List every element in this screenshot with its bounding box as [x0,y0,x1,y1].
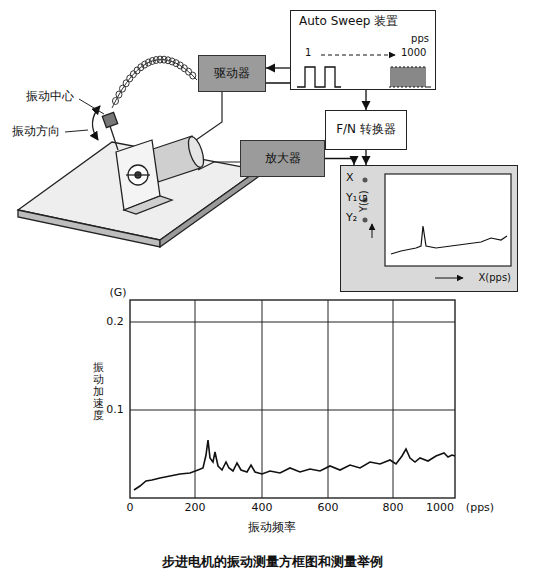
coil-cable [112,56,197,108]
node-text: X(pps) [478,272,511,284]
stepper-motor [92,106,206,214]
input-jack [363,178,368,183]
leader-lines [65,99,104,132]
motor-wires [196,92,240,170]
connector [365,150,366,165]
label: 800 [383,502,404,514]
line-part [79,99,104,114]
fast-pulses [389,67,431,87]
polygon-part [18,210,160,247]
line-part [262,300,263,498]
vibration-curve [134,440,455,490]
node-text: 1000 [401,47,426,59]
label: 0.2 [106,316,124,328]
x-arrow [435,278,463,279]
line-part [393,300,394,498]
y-arrow [372,224,373,238]
polygon-part [160,170,258,247]
slow-pulses [297,67,341,87]
line-part [126,174,150,175]
label: 600 [318,502,339,514]
label: 振动加速度 [93,362,104,422]
node-text: X [346,172,354,185]
node-text: Auto Sweep 装置 [299,15,398,29]
rect-part [130,300,455,498]
label: 振动中心 [26,90,74,103]
node-text: Y₁ [346,192,357,205]
polygon-part [124,196,172,214]
label: 0.1 [106,404,124,416]
mini-curve [391,226,507,254]
line-part [130,410,455,411]
ellipse-part [185,135,206,169]
label: 1000 [426,502,454,514]
amplifier-box: 放大器 [240,140,325,177]
label: 振动频率 [248,521,296,534]
node-text: Y₂ [346,212,357,225]
node-text: 驱动器 [214,67,250,81]
node-text: 放大器 [265,152,301,166]
coil-loop [112,56,197,108]
driver-box: 驱动器 [198,55,266,92]
rect-part [102,112,117,127]
polyline-part [196,92,222,140]
sweep-arrow [321,55,395,56]
line-part [328,300,329,498]
polyline-part [198,162,240,170]
node-text: pps [411,33,429,45]
node-text: Y(G) [358,190,370,212]
line-part [195,300,196,498]
chart-grid [130,300,455,498]
converter-box: F/N 转换器 [325,110,407,150]
node-text: 1 [305,47,311,59]
display-box: X Y₁ Y₂Y(G) X(pps) [340,165,518,292]
screen [385,174,511,266]
line-part [110,126,118,150]
input-jack [363,218,368,223]
label: 200 [185,502,206,514]
label: (pps) [466,502,494,514]
label: (G) [109,287,126,299]
sweep-device-box: Auto Sweep 装置 pps 1 1000 [290,10,436,90]
caption: 步进电机的振动测量方框图和测量举例 [162,555,383,569]
line-part [130,322,455,323]
line-part [65,130,88,132]
label: 400 [252,502,273,514]
label: 0 [127,502,134,514]
connector [266,67,290,68]
node-text: F/N 转换器 [336,123,396,137]
label: 振动方向 [12,125,60,138]
